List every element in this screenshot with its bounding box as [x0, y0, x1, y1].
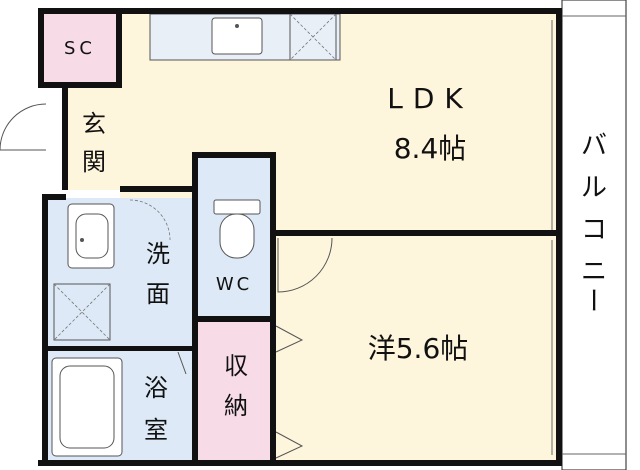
ldk-label: LDK: [387, 82, 473, 115]
closet-door-mark: [275, 325, 304, 353]
balcony-label-2: ル: [581, 173, 607, 203]
entrance-door-swing: [0, 103, 47, 151]
genkan-label-2: 関: [82, 148, 106, 176]
balcony-label-5: ー: [577, 287, 607, 313]
bathroom-label-1: 浴: [144, 374, 168, 402]
kitchen-sink: [211, 17, 263, 55]
balcony-label-1: バ: [581, 131, 607, 161]
senmen-label-1: 洗: [146, 240, 170, 268]
bath-door-mark: [177, 351, 187, 375]
balcony-label-4: ニ: [581, 257, 607, 287]
closet-label-1: 収: [224, 352, 248, 380]
closet-label-2: 納: [224, 392, 248, 420]
bathtub: [51, 357, 123, 457]
genkan-label-1: 玄: [82, 110, 106, 138]
western-room-floor: [275, 234, 558, 462]
sink-drain: [235, 24, 239, 28]
western-door-swing: [277, 237, 333, 293]
walls: [38, 8, 562, 466]
entrance-floor: [68, 88, 120, 190]
western-room-label: 洋5.6帖: [368, 332, 469, 365]
closet-floor: [198, 322, 275, 462]
wc-label: WC: [216, 274, 252, 295]
toilet-tank: [213, 199, 261, 215]
wash-basin: [67, 203, 115, 269]
balcony-area: [561, 0, 627, 470]
sc-floor: [42, 12, 122, 82]
washer-space: [53, 283, 111, 341]
closet-door-mark: [275, 431, 304, 459]
toilet-bowl: [219, 213, 255, 259]
senmen-label-2: 面: [146, 280, 170, 308]
ldk-size-label: 8.4帖: [394, 132, 467, 165]
balcony-label-3: コ: [581, 215, 607, 245]
washroom-door-swing: [129, 199, 171, 241]
sc-label: SC: [64, 38, 96, 59]
bathroom-label-2: 室: [144, 416, 168, 444]
